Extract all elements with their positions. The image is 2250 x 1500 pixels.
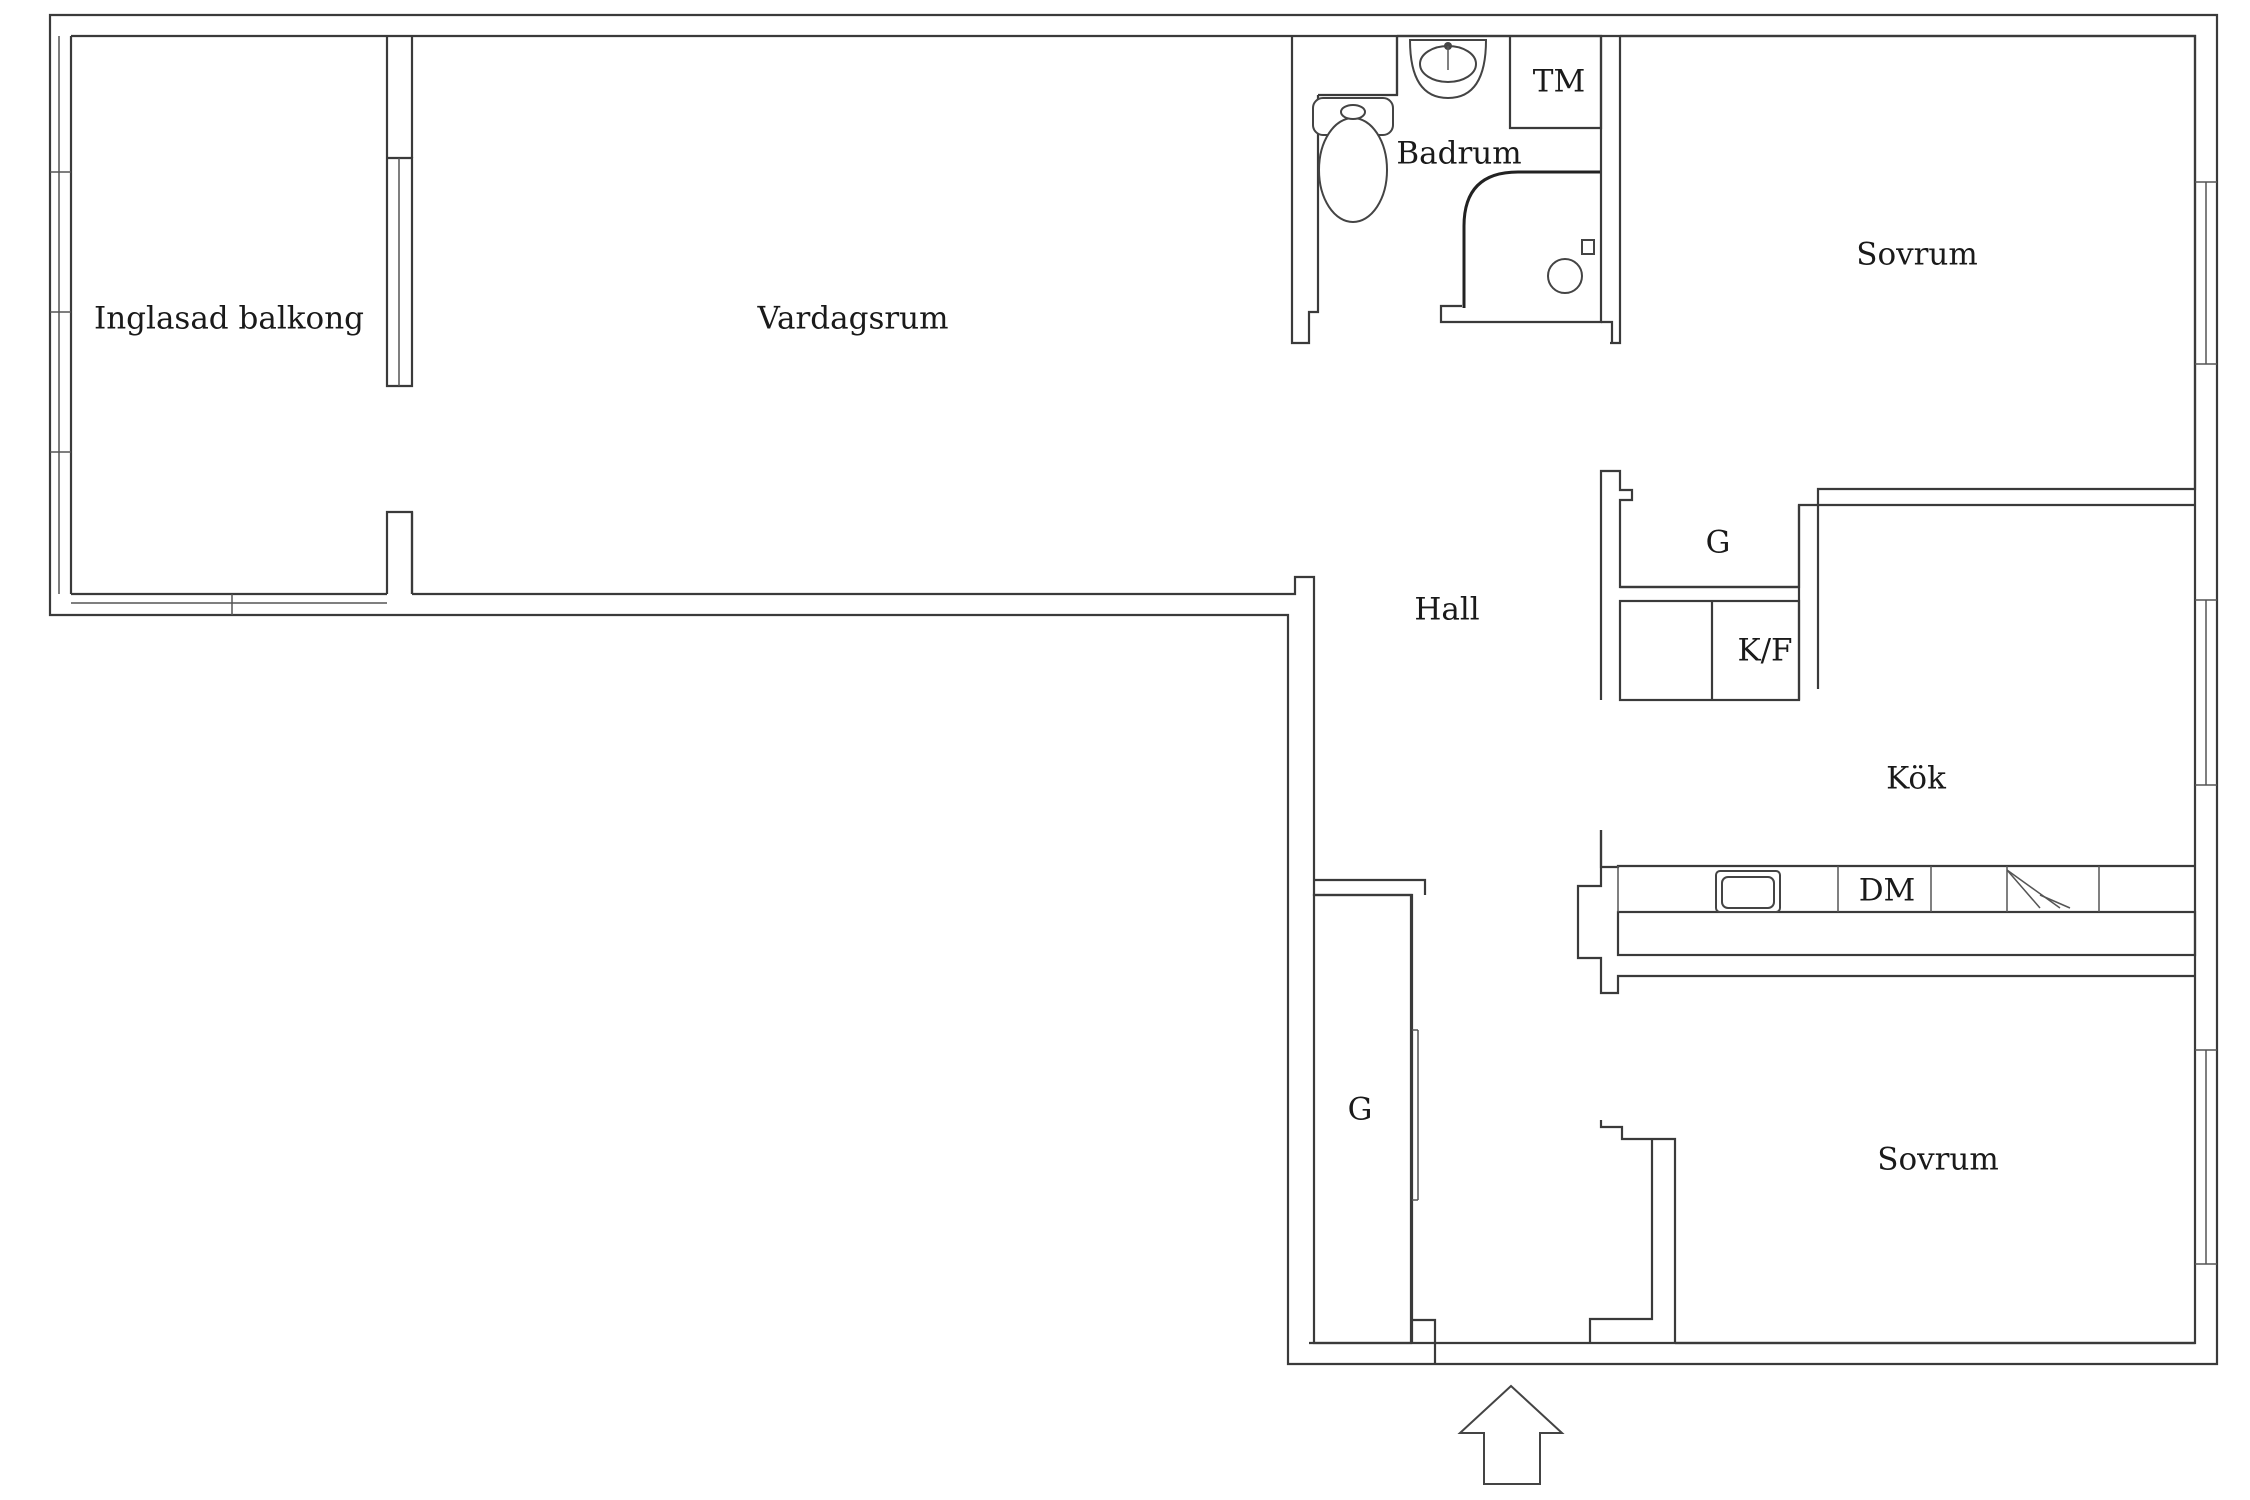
label-dishwasher: DM: [1859, 873, 1916, 909]
toilet-icon: [1312, 97, 1394, 223]
arrow-up-icon: [1457, 1384, 1565, 1485]
stove-icon: [2006, 869, 2071, 909]
label-fridge-freezer: K/F: [1737, 633, 1792, 669]
label-bedroom-top: Sovrum: [1856, 237, 1978, 273]
shower-icon: [1462, 170, 1600, 308]
label-bathroom: Badrum: [1396, 136, 1521, 172]
label-bedroom-bottom: Sovrum: [1877, 1142, 1999, 1178]
hall-wardrobe-walls: [1312, 880, 1437, 1364]
living-bottom-wall: [412, 575, 1427, 895]
label-hall: Hall: [1414, 592, 1479, 628]
label-wardrobe-hall: G: [1348, 1092, 1373, 1128]
label-kitchen: Kök: [1886, 761, 1946, 797]
balcony-windows: [50, 36, 387, 615]
storage-block: [1618, 505, 1801, 702]
bedroom-top-partition: [1610, 36, 1622, 345]
sink-icon: [1408, 39, 1488, 100]
kitchen-sink-icon: [1715, 870, 1781, 913]
bedroom-bottom-walls: [1588, 1049, 2217, 1345]
label-laundry: TM: [1533, 64, 1585, 100]
room-labels: Inglasad balkong Vardagsrum Badrum TM So…: [94, 64, 1999, 1178]
bathroom-walls: [1395, 34, 1614, 343]
kitchen-walls: [1576, 503, 2217, 995]
label-wardrobe-top: G: [1706, 525, 1731, 561]
balcony-partition: [385, 36, 414, 594]
label-glazed-balcony: Inglasad balkong: [94, 301, 364, 337]
label-living-room: Vardagsrum: [756, 301, 948, 337]
